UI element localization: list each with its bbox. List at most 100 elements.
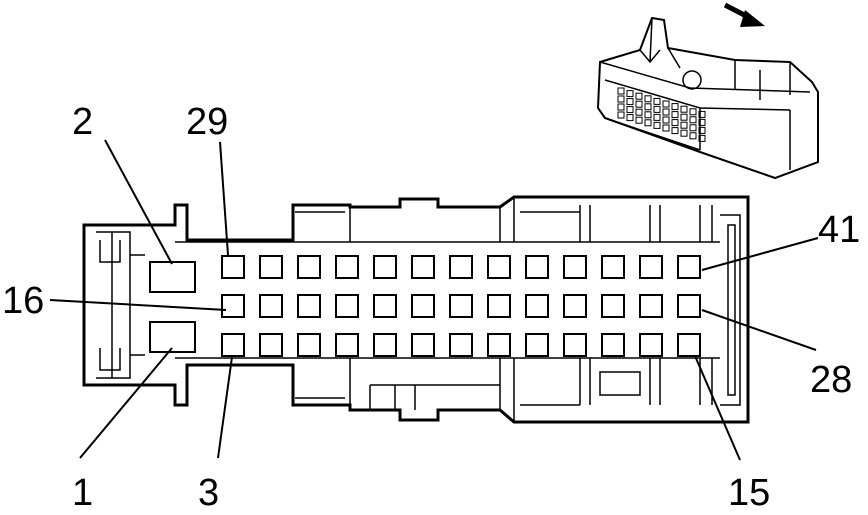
cavity bbox=[411, 333, 435, 357]
inset-cavity bbox=[689, 132, 697, 140]
cavity bbox=[639, 333, 663, 357]
inset-cavity bbox=[617, 95, 625, 103]
inset-cavity bbox=[635, 92, 643, 100]
leader-line-41 bbox=[701, 237, 819, 271]
inset-cavity bbox=[653, 97, 661, 105]
cavity bbox=[563, 294, 587, 318]
cavity bbox=[525, 255, 549, 279]
inset-cavity bbox=[635, 100, 643, 108]
leader-line-1 bbox=[79, 347, 173, 459]
cavity bbox=[601, 333, 625, 357]
inset-cavity bbox=[698, 118, 706, 126]
inset-cavity bbox=[671, 119, 679, 127]
inset-cavity bbox=[698, 126, 706, 134]
inset-cavity bbox=[635, 108, 643, 116]
cavity bbox=[373, 333, 397, 357]
inset-cavity bbox=[662, 116, 670, 124]
cavity bbox=[221, 294, 245, 318]
inset-cavity bbox=[626, 98, 634, 106]
callout-16: 16 bbox=[2, 280, 44, 322]
leader-lines bbox=[49, 139, 819, 461]
cavity bbox=[297, 255, 321, 279]
cavity bbox=[411, 294, 435, 318]
inset-cavity bbox=[644, 119, 652, 127]
callout-28: 28 bbox=[810, 359, 852, 401]
cavity-grid bbox=[221, 255, 701, 357]
inset-cavity bbox=[626, 106, 634, 114]
leader-line-29 bbox=[219, 141, 229, 256]
callout-15: 15 bbox=[728, 472, 770, 514]
cavity bbox=[601, 294, 625, 318]
cavity bbox=[335, 333, 359, 357]
inset-cavity bbox=[689, 116, 697, 124]
cavity bbox=[639, 255, 663, 279]
connector-3d-inset bbox=[596, 16, 819, 180]
inset-cavity bbox=[644, 95, 652, 103]
inset-cavity bbox=[644, 103, 652, 111]
cavity bbox=[449, 294, 473, 318]
leader-line-2 bbox=[104, 139, 173, 265]
inset-cavity bbox=[680, 129, 688, 137]
cavity bbox=[487, 294, 511, 318]
inset-cavity bbox=[626, 90, 634, 98]
large-cavity-1 bbox=[149, 321, 196, 353]
inset-cavity-grid bbox=[617, 87, 706, 142]
cavity bbox=[601, 255, 625, 279]
cavity bbox=[373, 294, 397, 318]
callout-29: 29 bbox=[186, 101, 228, 143]
inset-cavity bbox=[689, 124, 697, 132]
cavity bbox=[297, 294, 321, 318]
inset-cavity bbox=[671, 111, 679, 119]
inset-cavity bbox=[662, 100, 670, 108]
inset-cavity bbox=[635, 116, 643, 124]
view-direction-arrow bbox=[723, 2, 765, 27]
cavity bbox=[563, 333, 587, 357]
cavity bbox=[487, 333, 511, 357]
callout-2: 2 bbox=[72, 101, 93, 143]
inset-cavity bbox=[671, 103, 679, 111]
inset-cavity bbox=[698, 110, 706, 118]
inset-cavity bbox=[698, 134, 706, 142]
cavity bbox=[677, 255, 701, 279]
cavity bbox=[221, 255, 245, 279]
inset-cavity bbox=[617, 103, 625, 111]
inset-cavity bbox=[617, 87, 625, 95]
inset-cavity bbox=[617, 111, 625, 119]
callout-3: 3 bbox=[198, 472, 219, 514]
cavity bbox=[411, 255, 435, 279]
inset-cavity bbox=[653, 105, 661, 113]
inset-cavity bbox=[680, 121, 688, 129]
inset-cavity bbox=[644, 111, 652, 119]
inset-cavity bbox=[653, 113, 661, 121]
cavity bbox=[487, 255, 511, 279]
cavity bbox=[677, 294, 701, 318]
inset-cavity bbox=[680, 105, 688, 113]
cavity bbox=[335, 294, 359, 318]
inset-cavity bbox=[653, 121, 661, 129]
cavity bbox=[449, 255, 473, 279]
cavity bbox=[259, 294, 283, 318]
cavity bbox=[525, 294, 549, 318]
cavity bbox=[335, 255, 359, 279]
cavity bbox=[677, 333, 701, 357]
leader-line-15 bbox=[694, 355, 741, 461]
large-cavity-2 bbox=[149, 261, 196, 293]
cavity bbox=[639, 294, 663, 318]
inset-cavity bbox=[689, 108, 697, 116]
cavity bbox=[221, 333, 245, 357]
leader-line-28 bbox=[701, 309, 817, 351]
latch-circle bbox=[682, 70, 702, 90]
cavity bbox=[373, 255, 397, 279]
inset-cavity bbox=[626, 114, 634, 122]
cavity bbox=[525, 333, 549, 357]
leader-line-3 bbox=[217, 356, 233, 459]
cavity bbox=[259, 255, 283, 279]
inset-cavity bbox=[662, 108, 670, 116]
cavity bbox=[449, 333, 473, 357]
leader-line-16 bbox=[49, 299, 227, 311]
cavity bbox=[259, 333, 283, 357]
cavity bbox=[563, 255, 587, 279]
callout-41: 41 bbox=[818, 209, 860, 251]
